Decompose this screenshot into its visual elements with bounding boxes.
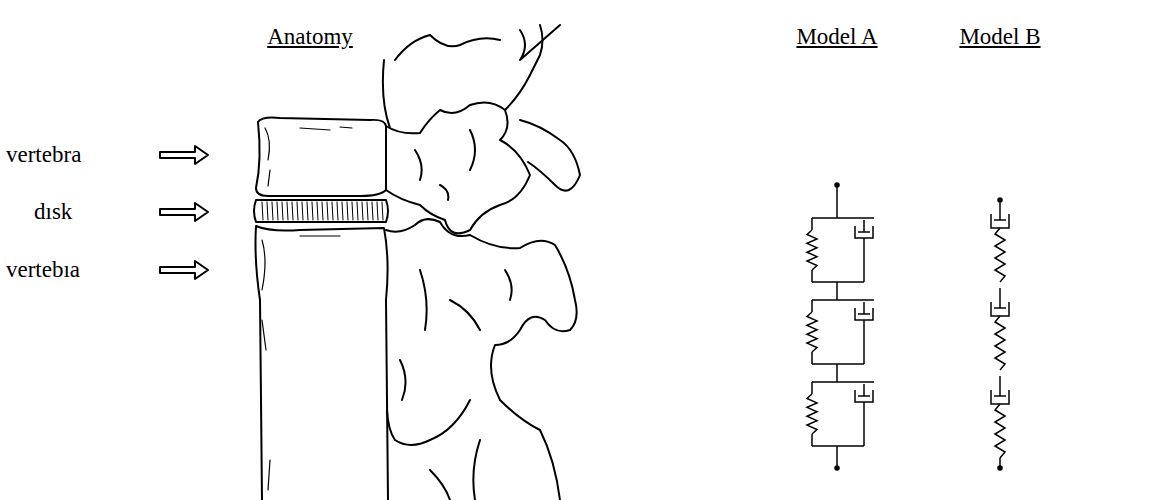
connector-wire: [811, 218, 813, 230]
dashpot-symbol: [855, 220, 873, 238]
connector-wire: [863, 402, 865, 446]
connector-wire: [811, 352, 813, 364]
terminal-dot: [998, 466, 1002, 470]
part-label: dısk: [34, 199, 72, 224]
connector-wire: [999, 376, 1001, 384]
section-heading: Model A: [796, 24, 877, 49]
connector-wire: [812, 299, 874, 301]
connector-wire: [812, 217, 874, 219]
spring-symbol: [807, 394, 817, 434]
section-heading: Model B: [959, 24, 1040, 49]
dashpot-symbol: [991, 296, 1009, 316]
connector-wire: [836, 446, 838, 468]
connector-wire: [811, 270, 813, 282]
connector-wire: [812, 281, 864, 283]
connector-wire: [812, 381, 874, 383]
connector-wire: [812, 445, 864, 447]
spring-symbol: [807, 230, 817, 270]
dashpot-symbol: [991, 208, 1009, 228]
dashpot-symbol: [855, 302, 873, 320]
spring-symbol: [995, 404, 1005, 458]
vertebral-process: [386, 219, 577, 500]
connector-wire: [812, 363, 864, 365]
connector-wire: [836, 185, 838, 218]
pointer-arrow: [160, 146, 208, 279]
section-heading: Anatomy: [267, 24, 353, 49]
part-label: vertebra: [6, 142, 81, 167]
connector-wire: [811, 300, 813, 312]
spring-symbol: [995, 316, 1005, 370]
connector-wire: [863, 320, 865, 364]
part-label: vertebıa: [6, 257, 80, 282]
dashpot-symbol: [991, 384, 1009, 404]
vertebral-process: [386, 25, 543, 233]
vertebra-body: [256, 226, 389, 500]
connector-wire: [999, 288, 1001, 296]
connector-wire: [811, 434, 813, 446]
spring-symbol: [995, 228, 1005, 282]
connector-wire: [836, 282, 838, 300]
disk: [254, 200, 388, 222]
connector-wire: [811, 382, 813, 394]
connector-wire: [836, 364, 838, 382]
connector-wire: [863, 238, 865, 282]
spring-symbol: [807, 312, 817, 352]
dashpot-symbol: [855, 384, 873, 402]
connector-wire: [999, 200, 1001, 208]
vertebra-body: [256, 118, 386, 197]
